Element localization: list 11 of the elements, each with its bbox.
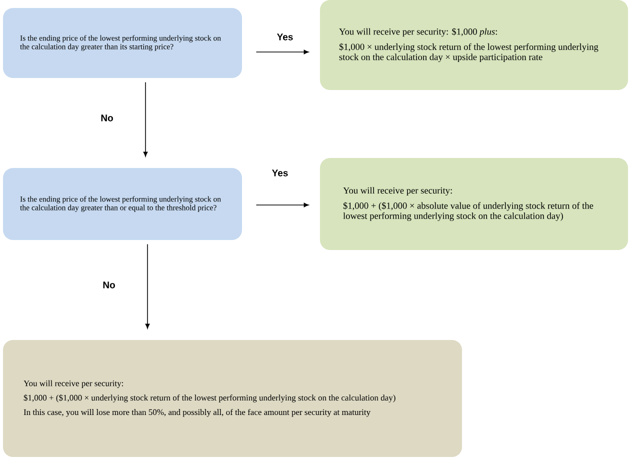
result-box: You will receive per security: $1,000 plus: $1,000 × underlying stock return of the lowest performing underlying stock on the calculation day × upside participation rate [320,0,628,90]
edge-label: No [100,114,114,122]
edge-label: Yes [270,168,290,178]
result-box: You will receive per security: $1,000 + ($1,000 × absolute value of underlying stock return of the lowest performing underlying stock on the calculation day) [320,158,628,250]
edge-label: Yes [276,32,294,42]
result-box: You will receive per security: $1,000 + ($1,000 × underlying stock return of the lowest performing underlying stock on the calculation day) In this case, you will lose more than 50%, and possibly all, of the face amount per security at maturity [3,340,462,457]
arrow [256,50,309,54]
arrow [256,202,309,208]
arrow [143,82,148,157]
arrow [145,244,150,329]
edge-label: No [102,280,116,290]
